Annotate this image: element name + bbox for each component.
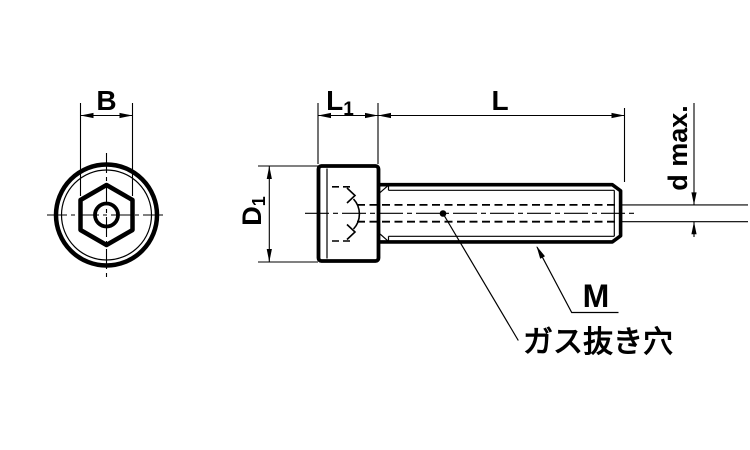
side-view xyxy=(305,164,635,263)
thread-size-leader xyxy=(536,246,619,314)
dim-dmax-arrow-up xyxy=(691,221,697,235)
dim-l1-label: L1 xyxy=(326,85,354,120)
dim-b-arrow-left xyxy=(80,112,94,119)
dim-l-arrow-right xyxy=(611,112,625,119)
socket-cone-bottom-chevron xyxy=(346,223,357,241)
head-outer-circle xyxy=(53,162,160,268)
dim-b-arrow-right xyxy=(119,112,133,119)
socket-cone-top-chevron xyxy=(346,187,357,204)
fills-and-text: B L1 L D1 d max. M ガス抜き穴 xyxy=(80,85,697,359)
dim-d1-arrow-up xyxy=(266,166,272,179)
dim-d1-label-sub: 1 xyxy=(249,196,269,206)
hex-socket-hidden-lines xyxy=(332,186,361,242)
thread-size-label: M xyxy=(583,278,610,314)
hex-socket-outline xyxy=(78,182,135,248)
gas-vent-leader xyxy=(442,213,519,341)
dim-dmax-label: d max. xyxy=(663,105,693,191)
thread-size-leader-arrow xyxy=(536,246,545,259)
dim-l1-label-sub: 1 xyxy=(343,99,354,120)
thread-start-detail xyxy=(379,184,390,242)
dim-dmax-arrow-down xyxy=(691,192,697,205)
shank-outline xyxy=(379,182,623,244)
head-side-outline xyxy=(316,164,381,263)
dim-l1-label-base: L xyxy=(326,85,343,116)
dim-l xyxy=(378,108,626,182)
thread-start-slant-top xyxy=(379,184,389,194)
dim-d1-label-base: D xyxy=(237,206,267,226)
dim-b-label: B xyxy=(96,85,116,116)
dim-l-label: L xyxy=(491,85,508,116)
vent-hole-circle xyxy=(93,201,120,229)
dim-d1-arrow-down xyxy=(266,249,272,262)
dim-l-arrow-left xyxy=(378,112,391,119)
dim-l1-arrow-right xyxy=(365,112,378,119)
dim-d1 xyxy=(258,165,318,263)
front-view xyxy=(47,153,166,277)
dim-d1-label: D1 xyxy=(237,196,269,226)
socket-bottom-arc xyxy=(352,198,361,230)
dim-l1-arrow-left xyxy=(318,112,331,119)
thread-start-slant-bottom xyxy=(379,233,389,242)
head-chamfer-circle xyxy=(60,169,153,261)
gas-vent-leader-dot xyxy=(439,210,447,217)
linework xyxy=(47,103,748,341)
gas-vent-label: ガス抜き穴 xyxy=(523,326,673,359)
